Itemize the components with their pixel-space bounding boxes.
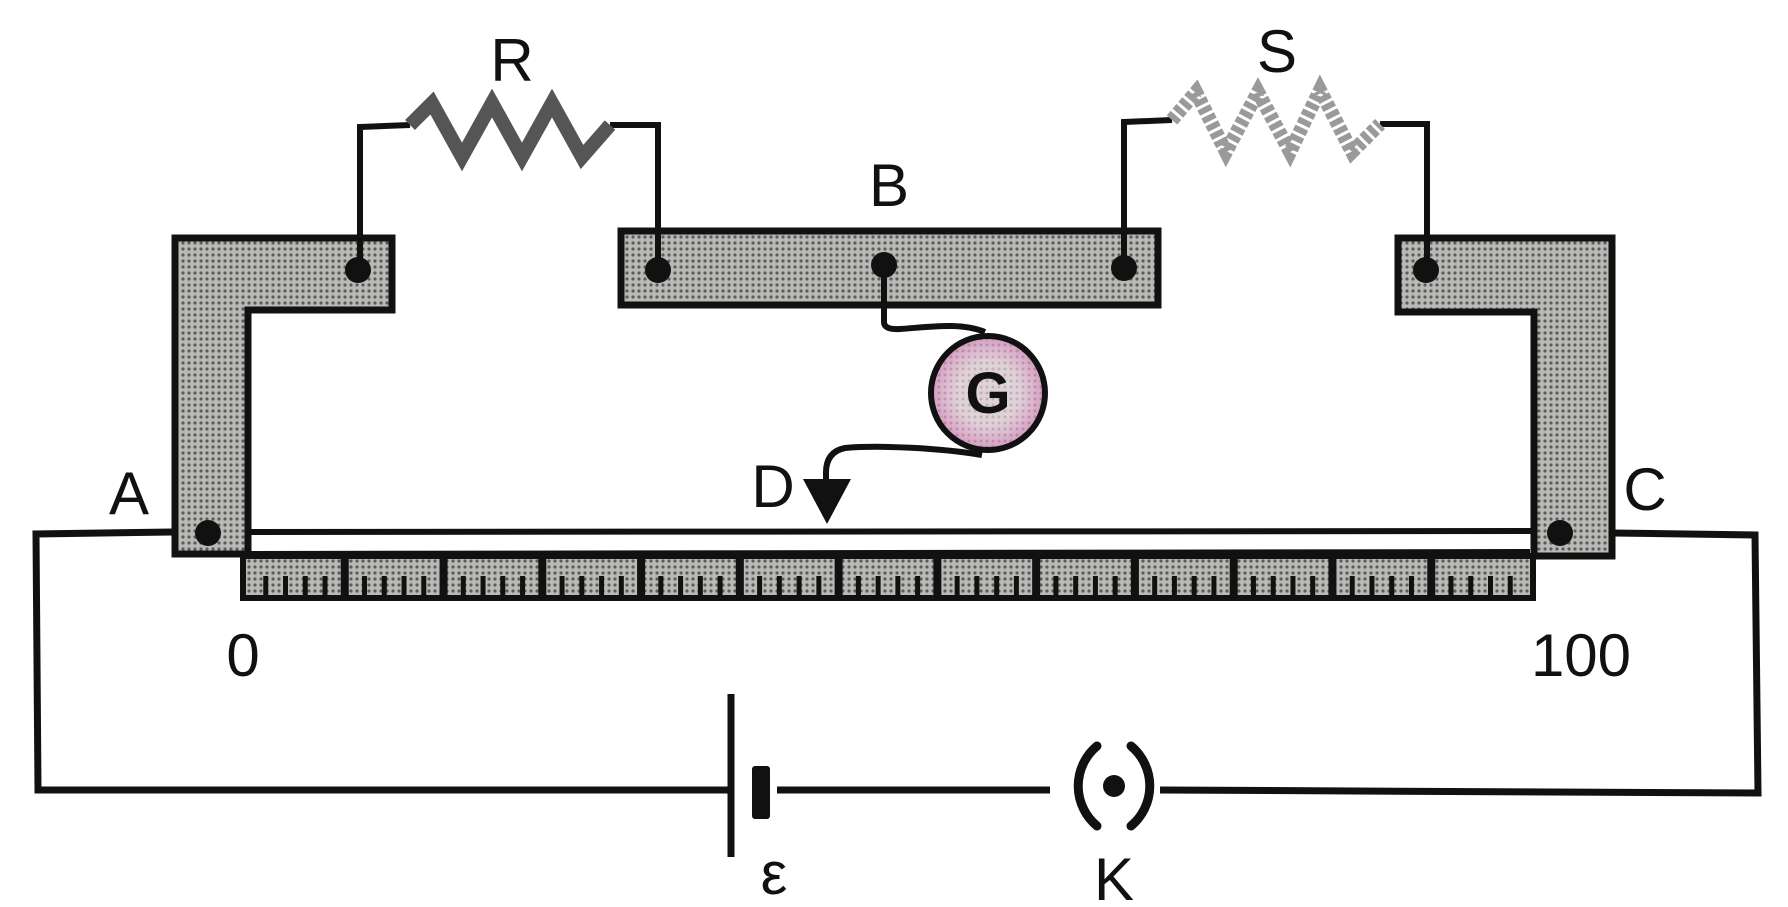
terminal-c-top (1413, 257, 1439, 283)
label-b: B (869, 152, 909, 219)
strip-c (1394, 234, 1616, 560)
terminal-c-bottom (1547, 520, 1573, 546)
external-circuit (32, 528, 1762, 797)
terminal-b-right (1111, 255, 1137, 281)
wire-key-to-right (1159, 529, 1762, 797)
strip-a (171, 234, 396, 558)
resistor-s-icon (1121, 74, 1430, 270)
plug-key-icon[interactable] (1073, 741, 1155, 831)
galvanometer-icon: G (928, 333, 1048, 453)
jockey-icon[interactable] (803, 479, 851, 524)
label-key: K (1094, 846, 1134, 907)
metre-scale (240, 553, 1536, 601)
metre-wire (171, 528, 1613, 557)
wire-b-to-g (881, 265, 987, 335)
wire-left-loop (32, 528, 733, 794)
terminal-a-top (345, 257, 371, 283)
label-scale-0: 0 (226, 622, 259, 689)
terminal-a-bottom (195, 520, 221, 546)
label-a: A (109, 460, 149, 527)
resistor-r-icon (357, 88, 661, 270)
label-r: R (490, 27, 533, 94)
terminal-b-left (645, 257, 671, 283)
scale-ticks (263, 556, 1513, 598)
strip-b (617, 227, 1162, 309)
label-c: C (1623, 456, 1666, 523)
label-g: G (965, 361, 1010, 426)
wire-g-to-d (822, 443, 983, 488)
label-d: D (751, 453, 794, 520)
cell-icon (727, 694, 770, 857)
label-cell: ε (761, 840, 788, 907)
label-scale-100: 100 (1531, 622, 1631, 689)
label-s: S (1257, 18, 1297, 85)
